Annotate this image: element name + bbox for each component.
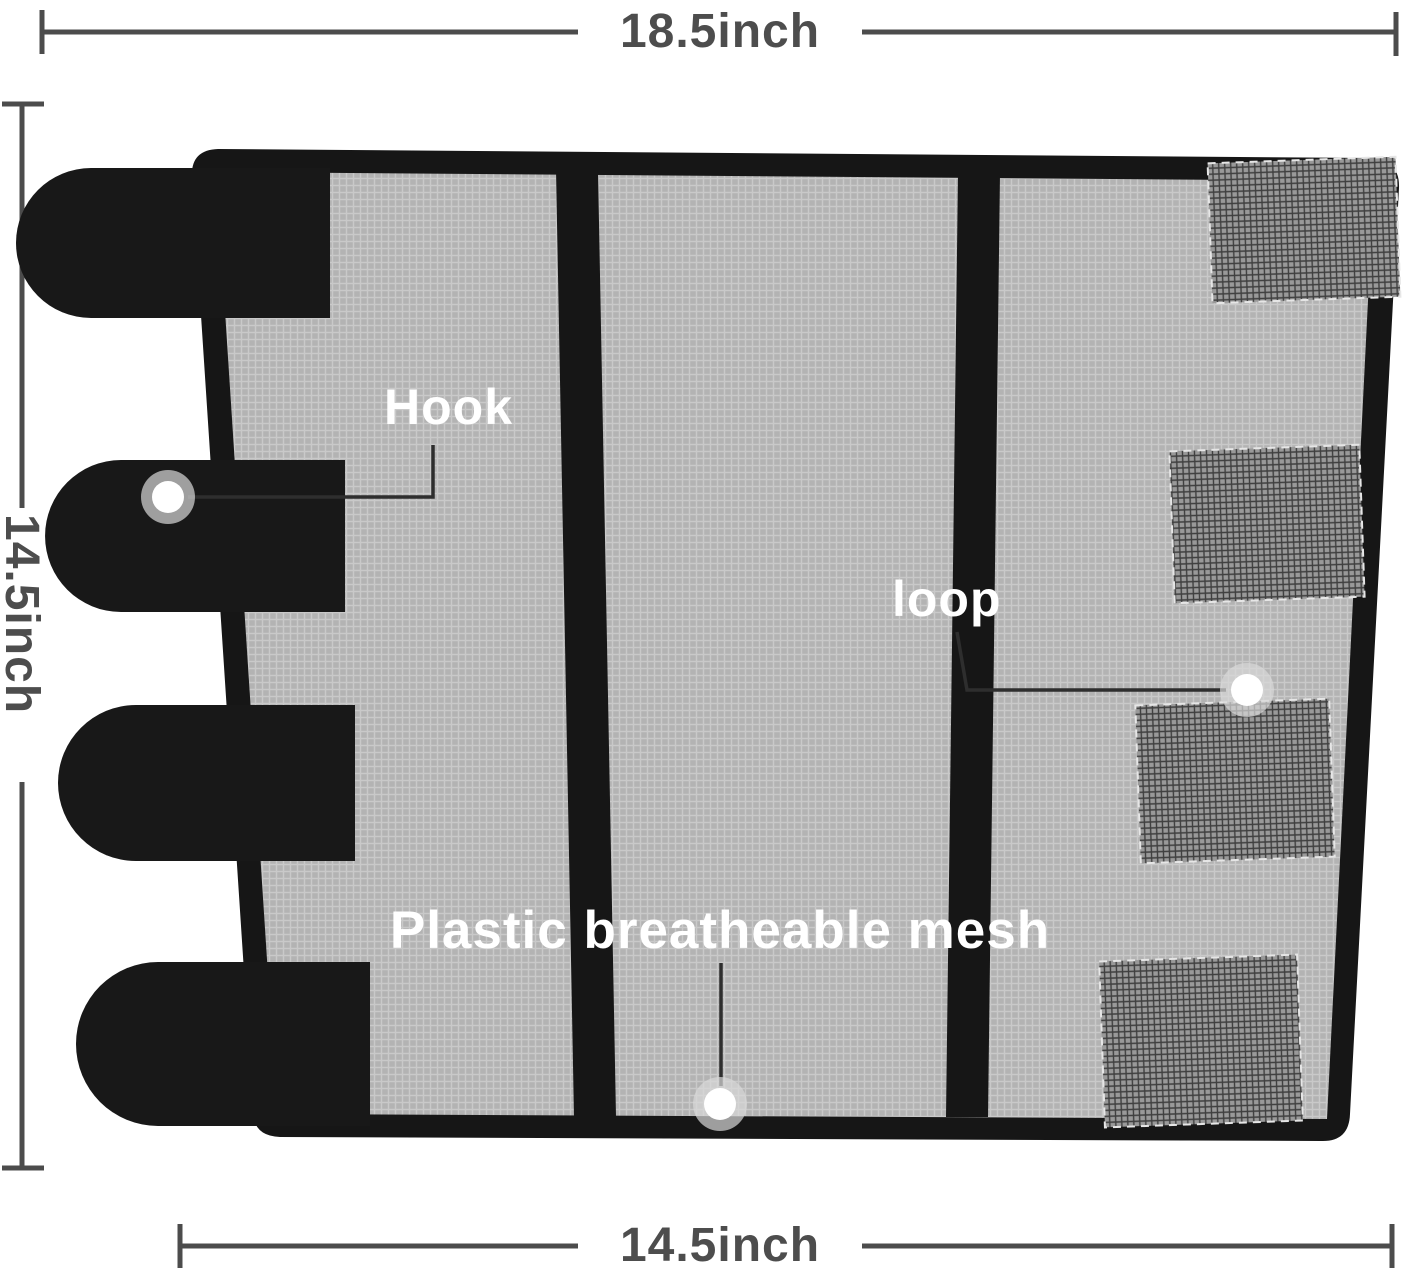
loop-patch-4 [1098, 953, 1304, 1129]
dimension-lines [2, 10, 1399, 1268]
loop-callout-line [955, 631, 1226, 692]
hook-strap-4 [76, 962, 370, 1126]
mesh-label: Plastic breatheable mesh [389, 901, 1051, 960]
hook-callout-line [188, 445, 435, 499]
loop-patches [1098, 155, 1402, 1129]
hook-strap-1 [16, 168, 330, 318]
loop-patch-1 [1206, 155, 1402, 305]
mesh-surface [216, 172, 1374, 1119]
callout-lines [188, 445, 1226, 1086]
dimension-top-label: 18.5inch [619, 5, 821, 58]
hook-strap-2 [45, 460, 345, 612]
loop-label: loop [892, 571, 1002, 627]
loop-patch-2 [1168, 443, 1366, 605]
dimension-bottom-label: 14.5inch [619, 1219, 821, 1272]
hook-callout-dot [141, 470, 195, 524]
loop-patch-3 [1134, 697, 1336, 865]
divider-strap-right [946, 173, 1000, 1117]
loop-callout-dot [1220, 663, 1274, 717]
hook-label: Hook [384, 379, 513, 435]
dimension-left-label: 14.5inch [0, 514, 48, 715]
hook-strap-3 [58, 705, 355, 861]
mesh-callout-dot [693, 1077, 747, 1131]
divider-strap-left [556, 170, 616, 1117]
